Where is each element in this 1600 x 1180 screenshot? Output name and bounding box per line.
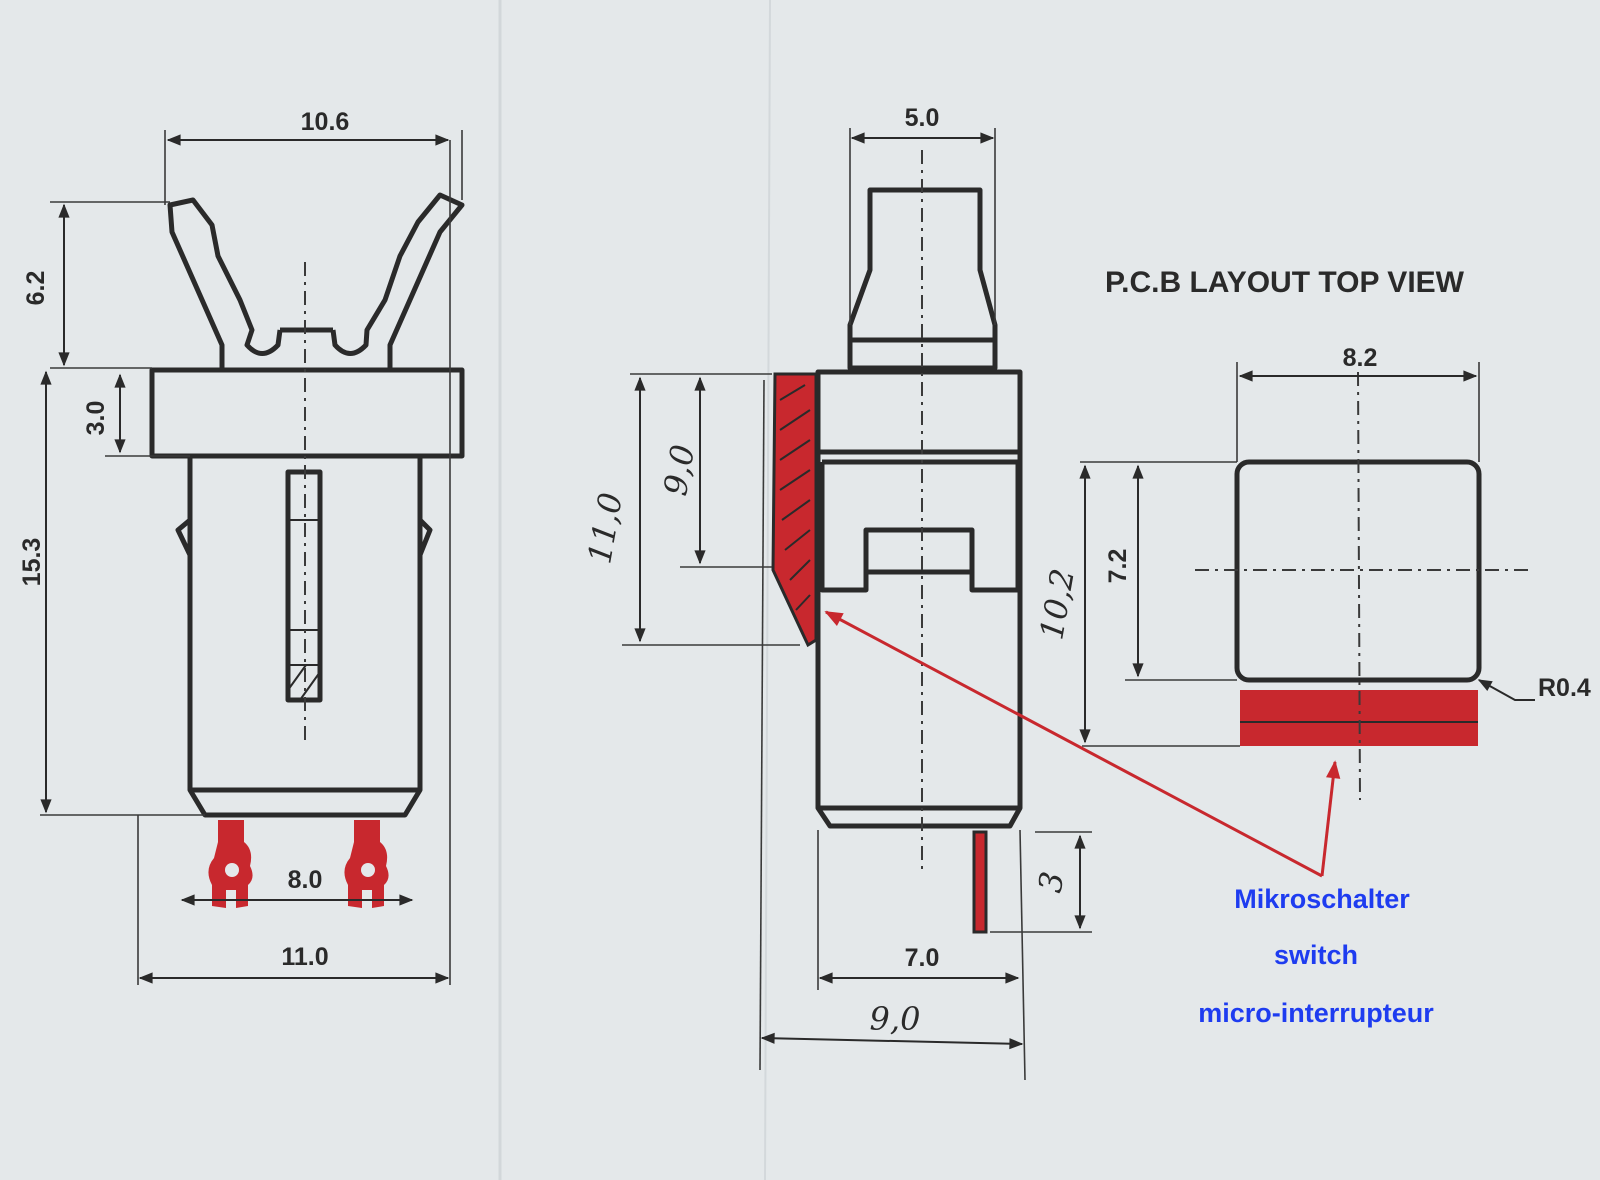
dimension-actuator-upper: 9,0 <box>656 442 702 499</box>
pcb-layout-title: P.C.B LAYOUT TOP VIEW <box>1105 266 1465 299</box>
terminal-right-hole <box>361 863 375 877</box>
pcb-layout-view: P.C.B LAYOUT TOP VIEW 8.2 7.2 10,2 R0.4 <box>1032 266 1591 801</box>
red-switch-actuator <box>771 372 818 648</box>
front-body <box>187 456 423 818</box>
dimension-flange: 3.0 <box>82 401 110 436</box>
dimension-plunger-width: 5.0 <box>905 104 940 132</box>
side-body <box>815 452 1023 829</box>
body-side-tab-left <box>175 518 193 557</box>
callout-arrow-to-pcb <box>1320 760 1341 877</box>
terminal-left-hole <box>225 863 239 877</box>
callout-label-french: micro-interrupteur <box>1198 998 1434 1028</box>
dimension-pin-pitch: 8.0 <box>288 866 323 894</box>
clip-wing-right <box>330 192 465 368</box>
actuator-hatch <box>779 384 811 611</box>
dimension-pcb-height: 7.2 <box>1104 549 1132 584</box>
body-side-tab-right <box>417 518 433 556</box>
dimension-total-width: 9,0 <box>870 1000 921 1038</box>
plunger <box>847 187 998 371</box>
callout-arrow-to-actuator <box>824 610 1323 878</box>
radius-leader <box>1477 679 1535 701</box>
side-view: 5.0 11,0 9,0 3 7.0 9,0 <box>580 104 1092 1081</box>
dimension-pcb-width: 8.2 <box>1343 344 1378 372</box>
side-pin <box>972 830 988 934</box>
front-view: 10.6 6.2 3.0 15.3 8.0 11.0 <box>18 108 465 985</box>
switch-callout: Mikroschalter switch micro-interrupteur <box>824 610 1434 1028</box>
dimension-top-width: 10.6 <box>301 108 350 136</box>
page-fold-right <box>764 0 771 1180</box>
dimension-pcb-radius: R0.4 <box>1538 674 1591 702</box>
callout-label-english: switch <box>1274 940 1358 970</box>
dimension-clip-height: 6.2 <box>22 271 50 306</box>
dimension-body-width: 7.0 <box>905 944 940 972</box>
dimension-body-height: 15.3 <box>18 538 46 587</box>
dimension-base-width: 11.0 <box>281 943 328 971</box>
upper-housing <box>815 369 1023 455</box>
clip-wing-left <box>167 197 283 368</box>
callout-label-german: Mikroschalter <box>1234 884 1410 914</box>
flange <box>149 367 465 459</box>
pcb-centerline-vertical <box>1357 371 1361 801</box>
inner-slot <box>863 527 975 575</box>
dimension-line-total-width <box>760 1032 1024 1050</box>
